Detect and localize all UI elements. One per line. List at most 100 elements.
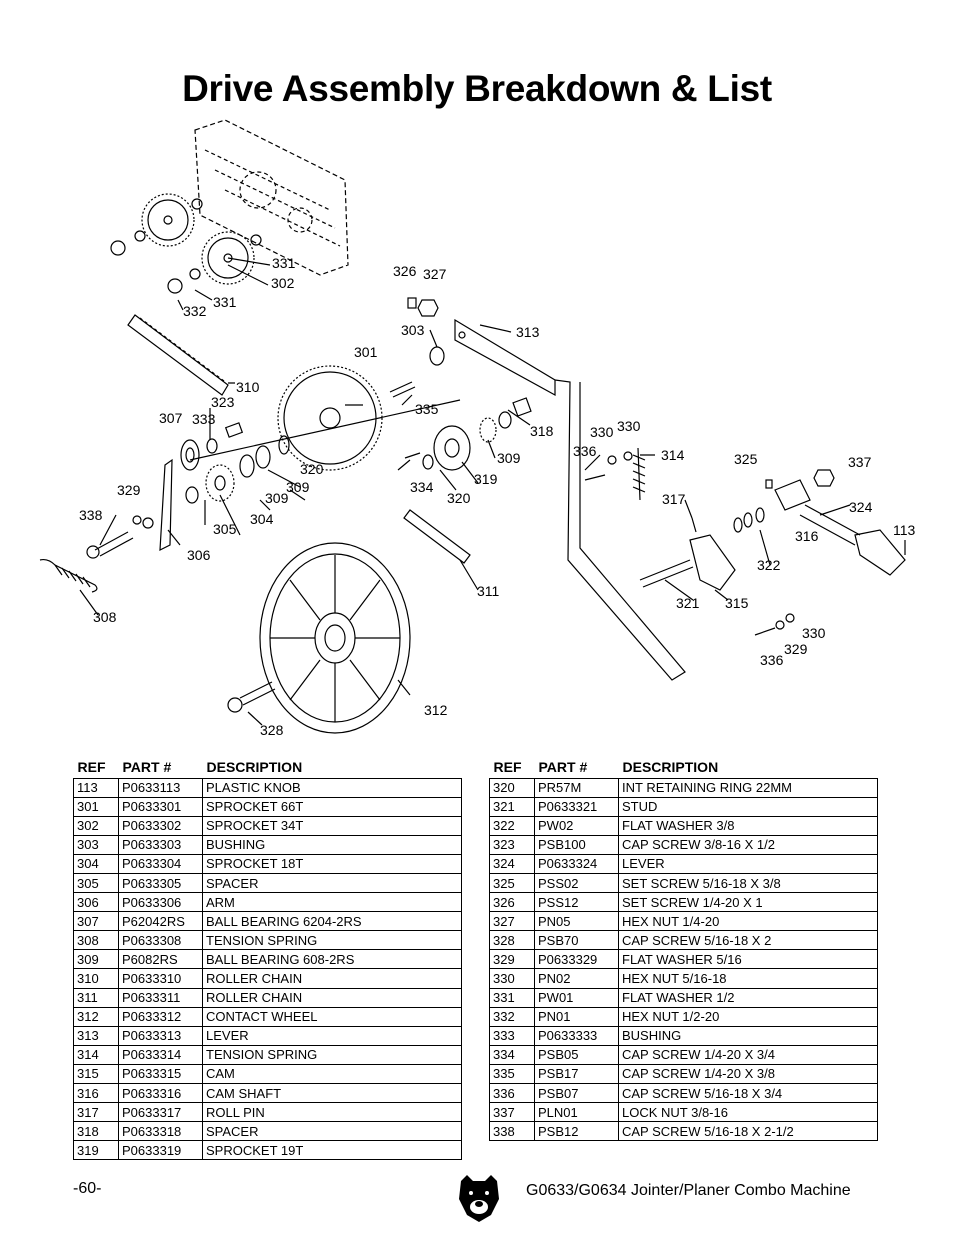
part-number-cell: P0633311 bbox=[118, 987, 203, 1008]
page-title: Drive Assembly Breakdown & List bbox=[182, 68, 772, 109]
callout-label: 326 bbox=[393, 263, 417, 279]
callout-label: 319 bbox=[474, 471, 498, 487]
ref-cell: 315 bbox=[73, 1063, 119, 1085]
callout-label: 316 bbox=[795, 528, 819, 544]
ref-cell: 316 bbox=[73, 1082, 119, 1104]
callout-label: 322 bbox=[757, 557, 781, 573]
description-cell: TENSION SPRING bbox=[202, 1044, 462, 1065]
ref-cell: 306 bbox=[73, 892, 119, 913]
part-number-cell: P0633308 bbox=[118, 930, 203, 951]
description-cell: LEVER bbox=[618, 853, 878, 874]
ref-cell: 328 bbox=[489, 930, 535, 951]
description-cell: PLASTIC KNOB bbox=[202, 777, 462, 798]
callout-label: 328 bbox=[260, 722, 284, 738]
ref-cell: 308 bbox=[73, 930, 119, 951]
part-number-cell: P0633310 bbox=[118, 968, 203, 989]
callout-label: 308 bbox=[93, 609, 117, 625]
callout-label: 315 bbox=[725, 595, 749, 611]
description-cell: CAP SCREW 1/4-20 X 3/8 bbox=[618, 1063, 878, 1085]
description-cell: ROLL PIN bbox=[202, 1102, 462, 1123]
ref-cell: 301 bbox=[73, 796, 119, 817]
callout-label: 311 bbox=[477, 583, 500, 599]
callout-label: 302 bbox=[271, 275, 295, 291]
ref-cell: 311 bbox=[73, 987, 119, 1008]
callout-label: 334 bbox=[410, 479, 434, 495]
ref-cell: 323 bbox=[489, 834, 535, 855]
ref-cell: 326 bbox=[489, 892, 535, 913]
part-number-cell: P0633316 bbox=[118, 1082, 203, 1104]
part-number-cell: P0633319 bbox=[118, 1140, 203, 1161]
description-cell: ROLLER CHAIN bbox=[202, 968, 462, 989]
part-number-cell: P0633317 bbox=[118, 1102, 203, 1123]
callout-label: 309 bbox=[286, 479, 310, 495]
callout-label: 331 bbox=[272, 255, 296, 271]
description-cell: BUSHING bbox=[618, 1025, 878, 1046]
part-number-cell: PSB12 bbox=[534, 1121, 619, 1142]
ref-cell: 322 bbox=[489, 815, 535, 836]
description-cell: CAP SCREW 3/8-16 X 1/2 bbox=[618, 834, 878, 855]
description-cell: CAM SHAFT bbox=[202, 1082, 462, 1104]
machine-model: G0633/G0634 Jointer/Planer Combo Machine bbox=[526, 1182, 851, 1199]
description-cell: CAP SCREW 5/16-18 X 3/4 bbox=[618, 1082, 878, 1104]
callout-label: 306 bbox=[187, 547, 211, 563]
description-cell: SPACER bbox=[202, 872, 462, 894]
ref-cell: 318 bbox=[73, 1121, 119, 1142]
part-number-cell: P0633305 bbox=[118, 872, 203, 894]
ref-cell: 113 bbox=[73, 777, 119, 798]
part-number-cell: PSB07 bbox=[534, 1082, 619, 1104]
description-cell: SPROCKET 66T bbox=[202, 796, 462, 817]
ref-cell: 314 bbox=[73, 1044, 119, 1065]
part-number-cell: P0633333 bbox=[534, 1025, 619, 1046]
part-number-cell: PR57M bbox=[534, 777, 619, 798]
description-cell: SPROCKET 19T bbox=[202, 1140, 462, 1161]
ref-cell: 325 bbox=[489, 872, 535, 894]
ref-cell: 337 bbox=[489, 1102, 535, 1123]
part-number-cell: P0633113 bbox=[118, 777, 203, 798]
callout-label: 332 bbox=[183, 303, 207, 319]
part-number-cell: PW01 bbox=[534, 987, 619, 1008]
ref-header: REF bbox=[77, 758, 106, 775]
description-cell: LOCK NUT 3/8-16 bbox=[618, 1102, 878, 1123]
ref-cell: 335 bbox=[489, 1063, 535, 1085]
description-cell: CAP SCREW 5/16-18 X 2-1/2 bbox=[618, 1121, 878, 1142]
part-number-cell: P0633306 bbox=[118, 892, 203, 913]
ref-cell: 336 bbox=[489, 1082, 535, 1104]
callout-label: 305 bbox=[213, 521, 237, 537]
callout-label: 329 bbox=[117, 482, 141, 498]
description-cell: SET SCREW 1/4-20 X 1 bbox=[618, 892, 878, 913]
description-cell: SPROCKET 34T bbox=[202, 815, 462, 836]
description-cell: SET SCREW 5/16-18 X 3/8 bbox=[618, 872, 878, 894]
part-number-cell: PSB100 bbox=[534, 834, 619, 855]
ref-cell: 319 bbox=[73, 1140, 119, 1161]
callout-label: 309 bbox=[265, 490, 289, 506]
part-number-cell: PSB05 bbox=[534, 1044, 619, 1065]
part-number-cell: P6082RS bbox=[118, 949, 203, 970]
ref-header: REF bbox=[493, 758, 522, 775]
page-number: -60- bbox=[73, 1180, 102, 1197]
callout-label: 317 bbox=[662, 491, 686, 507]
part-number-cell: P62042RS bbox=[118, 911, 203, 932]
part-number-cell: PW02 bbox=[534, 815, 619, 836]
part-number-cell: P0633315 bbox=[118, 1063, 203, 1085]
ref-cell: 327 bbox=[489, 911, 535, 932]
part-number-cell: P0633304 bbox=[118, 853, 203, 874]
